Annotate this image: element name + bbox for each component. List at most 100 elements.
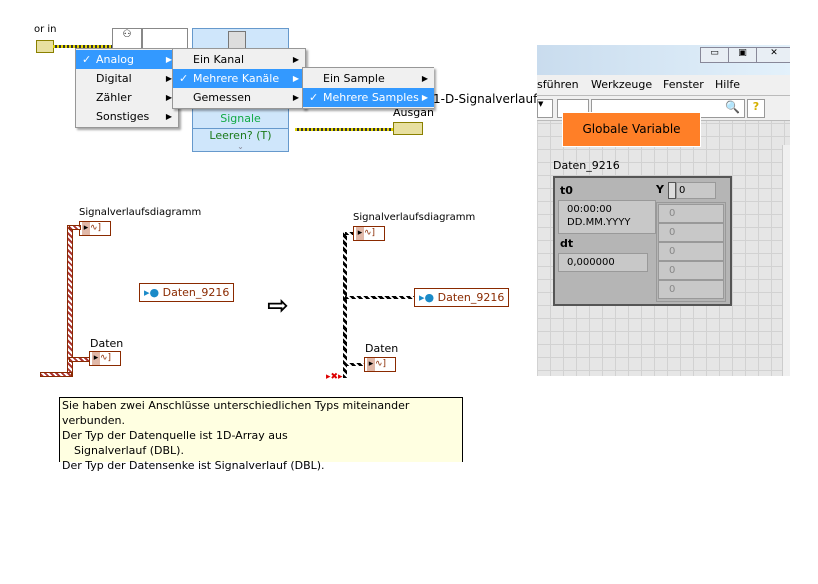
close-button[interactable]: ✕ bbox=[756, 47, 790, 63]
menu-label: Ein Sample bbox=[323, 72, 385, 85]
submenu-arrow-icon: ▶ bbox=[165, 93, 172, 102]
broken-wire bbox=[345, 232, 353, 235]
menu-werkzeuge[interactable]: Werkzeuge bbox=[591, 78, 653, 91]
check-icon: ✓ bbox=[179, 72, 189, 85]
tooltip-line: Sie haben zwei Anschlüsse unterschiedlic… bbox=[62, 399, 410, 427]
error-tooltip: Sie haben zwei Anschlüsse unterschiedlic… bbox=[59, 397, 463, 472]
waveform-wire bbox=[69, 357, 91, 362]
broken-wire bbox=[345, 363, 364, 366]
y-value[interactable]: 0 bbox=[658, 204, 724, 223]
signal-type-label: 1-D-Signalverlauf bbox=[433, 92, 538, 106]
array-index[interactable]: 0 bbox=[676, 182, 716, 199]
submenu-arrow-icon: ▶ bbox=[165, 74, 172, 83]
menu-label: Ein Kanal bbox=[193, 53, 245, 66]
t0-time: 00:00:00 bbox=[567, 204, 612, 215]
daten-terminal-left[interactable]: ▸∿] bbox=[89, 351, 121, 366]
check-icon: ✓ bbox=[82, 53, 92, 66]
scrollbar[interactable] bbox=[782, 145, 790, 376]
menu-ausfuehren[interactable]: sführen bbox=[537, 78, 579, 91]
menu-label: Mehrere Kanäle bbox=[193, 72, 280, 85]
right-arrow-icon: ⇨ bbox=[267, 291, 289, 321]
global-variable-left[interactable]: ▸● Daten_9216 bbox=[139, 283, 235, 302]
submenu-arrow-icon: ▶ bbox=[165, 55, 172, 64]
global-name: Daten_9216 bbox=[437, 291, 505, 304]
tooltip-line: Der Typ der Datensenke ist Signalverlauf… bbox=[62, 459, 325, 472]
menu-bar: sführen Werkzeuge Fenster Hilfe bbox=[537, 75, 790, 96]
submenu-arrow-icon: ▶ bbox=[292, 74, 299, 83]
help-icon[interactable]: ? bbox=[747, 99, 765, 118]
t0-label: t0 bbox=[560, 184, 573, 197]
tooltip-line: Der Typ der Datenquelle ist 1D-Array aus bbox=[62, 429, 288, 442]
leeren-item[interactable]: Leeren? (T) bbox=[193, 128, 288, 144]
chart-terminal-left[interactable]: ▸∿] bbox=[79, 221, 111, 236]
broken-wire-x-icon: ▸✖▸ bbox=[326, 372, 343, 382]
menu-item-gemessen[interactable]: Gemessen▶ bbox=[173, 88, 305, 107]
menu-item-analog[interactable]: ✓ Analog ▶ bbox=[76, 50, 178, 69]
globe-icon: ▸● bbox=[419, 291, 435, 304]
y-value[interactable]: 0 bbox=[658, 280, 724, 299]
dt-label: dt bbox=[560, 237, 574, 250]
menu-item-sonstiges[interactable]: Sonstiges ▶ bbox=[76, 107, 178, 126]
menu-item-digital[interactable]: Digital ▶ bbox=[76, 69, 178, 88]
dt-display[interactable]: 0,000000 bbox=[558, 253, 648, 272]
globe-icon: ▸● bbox=[144, 286, 160, 299]
minimize-button[interactable]: ▭ bbox=[700, 47, 729, 63]
global-variable-right[interactable]: ▸● Daten_9216 bbox=[414, 288, 510, 307]
menu-level1: ✓ Analog ▶ Digital ▶ Zähler ▶ Sonstiges ▶ bbox=[75, 48, 179, 128]
chart-label-left: Signalverlaufsdiagramm bbox=[79, 207, 202, 218]
menu-item-zaehler[interactable]: Zähler ▶ bbox=[76, 88, 178, 107]
y-value[interactable]: 0 bbox=[658, 223, 724, 242]
dropdown-button[interactable]: ▼ bbox=[537, 99, 553, 118]
title-bar: ▭ ▣ ✕ bbox=[537, 45, 790, 75]
y-value[interactable]: 0 bbox=[658, 261, 724, 280]
search-icon[interactable]: 🔍 bbox=[725, 100, 740, 114]
menu-label: Zähler bbox=[96, 91, 132, 104]
t0-date: DD.MM.YYYY bbox=[567, 217, 631, 228]
maximize-button[interactable]: ▣ bbox=[728, 47, 757, 63]
ausgang-label: Ausgan bbox=[393, 106, 434, 119]
menu-label: Digital bbox=[96, 72, 132, 85]
t0-display[interactable]: 00:00:00 DD.MM.YYYY bbox=[558, 200, 656, 234]
daten-label-left: Daten bbox=[90, 337, 124, 350]
menu-level3: Ein Sample ▶ ✓Mehrere Samples▶ bbox=[302, 67, 434, 109]
label-in: or in bbox=[34, 24, 57, 35]
submenu-arrow-icon: ▶ bbox=[292, 55, 299, 64]
input-terminal[interactable] bbox=[36, 40, 54, 53]
menu-label: Analog bbox=[96, 53, 135, 66]
menu-label: Sonstiges bbox=[96, 110, 150, 123]
tooltip-line: Signalverlauf (DBL). bbox=[74, 444, 184, 457]
submenu-arrow-icon: ▶ bbox=[421, 74, 428, 83]
submenu-arrow-icon: ▶ bbox=[292, 93, 299, 102]
chart-terminal-right[interactable]: ▸∿] bbox=[353, 226, 385, 241]
submenu-arrow-icon: ▶ bbox=[421, 93, 428, 102]
menu-fenster[interactable]: Fenster bbox=[663, 78, 704, 91]
output-terminal[interactable] bbox=[393, 122, 423, 135]
daten-terminal-right[interactable]: ▸∿] bbox=[364, 357, 396, 372]
check-icon: ✓ bbox=[309, 91, 319, 104]
menu-item-mehrere-kanaele[interactable]: ✓ Mehrere Kanäle ▶ bbox=[173, 69, 305, 88]
wire bbox=[53, 45, 113, 48]
signale-item: Signale bbox=[220, 112, 261, 125]
y-value[interactable]: 0 bbox=[658, 242, 724, 261]
front-panel: ▭ ▣ ✕ sführen Werkzeuge Fenster Hilfe ▼ … bbox=[537, 45, 790, 376]
tooltip-globale-variable: Globale Variable bbox=[562, 112, 701, 147]
waveform-wire bbox=[40, 372, 72, 377]
global-name: Daten_9216 bbox=[162, 286, 230, 299]
menu-hilfe[interactable]: Hilfe bbox=[715, 78, 741, 91]
menu-item-ein-kanal[interactable]: Ein Kanal ▶ bbox=[173, 50, 305, 69]
waveform-wire bbox=[69, 225, 81, 230]
broken-wire bbox=[343, 232, 347, 378]
chart-label-right: Signalverlaufsdiagramm bbox=[353, 212, 476, 223]
submenu-arrow-icon: ▶ bbox=[165, 112, 172, 121]
waveform-indicator: t0 00:00:00 DD.MM.YYYY dt 0,000000 Y 0 0… bbox=[553, 176, 732, 306]
menu-item-ein-sample[interactable]: Ein Sample ▶ bbox=[303, 69, 434, 88]
menu-item-mehrere-samples[interactable]: ✓Mehrere Samples▶ bbox=[303, 88, 434, 107]
cluster-label: Daten_9216 bbox=[553, 159, 620, 172]
index-stepper[interactable] bbox=[668, 182, 676, 199]
menu-level2: Ein Kanal ▶ ✓ Mehrere Kanäle ▶ Gemessen▶ bbox=[172, 48, 306, 109]
wire bbox=[295, 128, 395, 131]
y-label: Y bbox=[656, 183, 664, 196]
waveform-wire bbox=[67, 225, 73, 377]
expand-chevron-icon[interactable]: ⌄ bbox=[237, 142, 244, 151]
